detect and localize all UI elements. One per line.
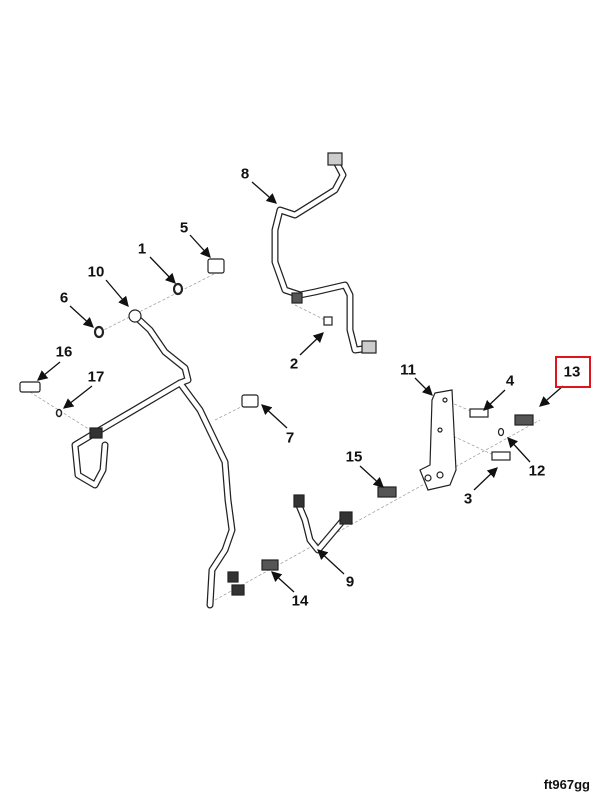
callout-15[interactable]: 15 [345, 448, 363, 466]
callout-16[interactable]: 16 [55, 343, 73, 361]
callout-1[interactable]: 1 [137, 240, 147, 258]
callout-11[interactable]: 11 [400, 361, 416, 379]
fuel-lines [71, 156, 374, 609]
callout-10[interactable]: 10 [87, 263, 105, 281]
callout-8[interactable]: 8 [240, 165, 250, 183]
callout-9[interactable]: 9 [345, 573, 355, 591]
callout-4[interactable]: 4 [505, 372, 515, 390]
callout-7[interactable]: 7 [285, 429, 295, 447]
highlight-box-13 [555, 356, 591, 388]
callout-2[interactable]: 2 [289, 355, 299, 373]
callout-6[interactable]: 6 [59, 289, 69, 307]
callout-5[interactable]: 5 [179, 219, 189, 237]
callout-14[interactable]: 14 [291, 592, 309, 610]
callout-17[interactable]: 17 [87, 368, 105, 386]
callout-3[interactable]: 3 [463, 490, 473, 508]
figure-id: ft967gg [543, 777, 590, 792]
parts [19, 152, 534, 596]
callout-12[interactable]: 12 [528, 462, 546, 480]
callout-13[interactable]: 13 [563, 363, 581, 381]
leader-arrows [36, 181, 564, 593]
